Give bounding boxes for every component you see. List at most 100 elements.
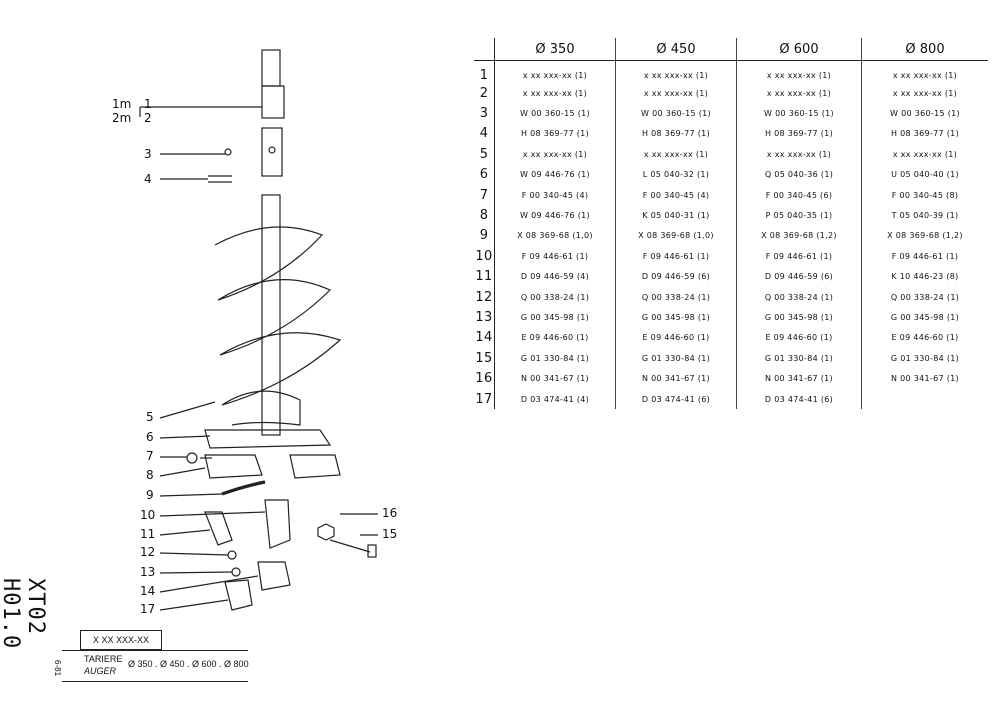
part-number-d450: Q 00 338-24 (1) xyxy=(615,286,737,308)
callout-15: 15 xyxy=(382,527,398,541)
callout-3: 3 xyxy=(144,147,152,161)
header-d450: Ø 450 xyxy=(615,38,737,61)
row-number: 1 xyxy=(474,60,495,83)
reference-number: X XX XXX-XX xyxy=(80,630,162,650)
tooth-11 xyxy=(204,511,233,546)
part-number-d350: W 09 446-76 (1) xyxy=(494,164,616,185)
callout-2m: 2m xyxy=(112,111,132,125)
part-number-d800 xyxy=(862,389,989,409)
part-number-d450: F 00 340-45 (4) xyxy=(615,184,737,206)
header-d600: Ø 600 xyxy=(736,38,862,61)
callout-16: 16 xyxy=(382,506,398,520)
part-number-d350: X 08 369-68 (1,0) xyxy=(494,225,616,247)
part-number-d800: Q 00 338-24 (1) xyxy=(890,292,960,302)
part-number-d800: H 08 369-77 (1) xyxy=(891,129,959,139)
row-number: 17 xyxy=(474,388,495,410)
header-d800: Ø 800 xyxy=(861,38,988,61)
callout-1: 1 xyxy=(144,97,152,111)
document-code: XT02 H01.0 xyxy=(0,578,48,650)
title-block xyxy=(62,650,248,682)
part-number-d350: H 08 369-77 (1) xyxy=(494,123,616,145)
extension-part xyxy=(261,127,283,177)
callout-17: 17 xyxy=(140,602,156,616)
callout-9: 9 xyxy=(146,488,154,502)
title-sizes: Ø 350 . Ø 450 . Ø 600 . Ø 800 xyxy=(128,659,249,669)
table-header-row: Ø 350 Ø 450 Ø 600 Ø 800 xyxy=(474,38,988,61)
part-number-d350: G 01 330-84 (1) xyxy=(494,348,616,369)
part-number-d800: G 00 345-98 (1) xyxy=(890,312,960,322)
row-number: 9 xyxy=(474,225,495,247)
callout-7: 7 xyxy=(146,449,154,463)
part-number-d450: x xx xxx-xx (1) xyxy=(615,83,737,104)
row-number: 12 xyxy=(474,286,495,308)
part-number-d450: F 09 446-61 (1) xyxy=(615,246,737,267)
part-number-d450: E 09 446-60 (1) xyxy=(615,327,737,349)
part-number-d600: D 03 474-41 (6) xyxy=(736,388,862,410)
part-number-d800: E 09 446-60 (1) xyxy=(891,333,959,343)
part-number-d800: N 00 341-67 (1) xyxy=(891,374,959,384)
row-number: 14 xyxy=(474,327,495,349)
part-number-d450: K 05 040-31 (1) xyxy=(615,205,737,226)
nut-16 xyxy=(317,523,335,541)
auger-flight xyxy=(214,226,342,426)
callout-5: 5 xyxy=(146,410,154,424)
part-number-d600: x xx xxx-xx (1) xyxy=(736,60,862,83)
row-number: 5 xyxy=(474,144,495,165)
pilot-bit xyxy=(221,480,266,496)
header-d350: Ø 350 xyxy=(494,38,616,61)
part-number-d600: N 00 341-67 (1) xyxy=(736,368,862,389)
part-number-d600: H 08 369-77 (1) xyxy=(736,123,862,145)
tooth-holder-right xyxy=(289,454,341,479)
tooth-14 xyxy=(257,561,291,591)
callout-13: 13 xyxy=(140,565,156,579)
part-number-d450: x xx xxx-xx (1) xyxy=(615,60,737,83)
part-number-d350: G 00 345-98 (1) xyxy=(494,307,616,328)
part-number-d450: D 03 474-41 (6) xyxy=(615,388,737,410)
part-number-d350: E 09 446-60 (1) xyxy=(494,327,616,349)
tooth-17 xyxy=(224,579,253,611)
part-number-d600: F 09 446-61 (1) xyxy=(736,246,862,267)
part-number-d600: Q 05 040-36 (1) xyxy=(736,164,862,185)
part-number-d600: W 00 360-15 (1) xyxy=(736,103,862,124)
row-number: 2 xyxy=(474,83,495,104)
row-number: 11 xyxy=(474,266,495,287)
part-number-d800: X 08 369-68 (1,2) xyxy=(887,231,963,241)
part-number-d350: x xx xxx-xx (1) xyxy=(494,144,616,165)
title-french: TARIERE xyxy=(84,654,123,664)
callout-12: 12 xyxy=(140,545,156,559)
part-number-d350: Q 00 338-24 (1) xyxy=(494,286,616,308)
row-number: 8 xyxy=(474,205,495,226)
part-number-d350: W 09 446-76 (1) xyxy=(494,205,616,226)
part-number-d350: x xx xxx-xx (1) xyxy=(494,60,616,83)
callout-1m: 1m xyxy=(112,97,132,111)
part-number-d600: x xx xxx-xx (1) xyxy=(736,144,862,165)
part-number-d350: F 00 340-45 (4) xyxy=(494,184,616,206)
part-number-d800: U 05 040-40 (1) xyxy=(891,170,959,180)
row-number: 10 xyxy=(474,246,495,267)
part-number-d450: D 09 446-59 (6) xyxy=(615,266,737,287)
part-number-d350: N 00 341-67 (1) xyxy=(494,368,616,389)
callout-10: 10 xyxy=(140,508,156,522)
part-number-d350: D 03 474-41 (4) xyxy=(494,388,616,410)
auger-shaft xyxy=(261,194,281,436)
part-number-d450: G 01 330-84 (1) xyxy=(615,348,737,369)
part-number-d800: W 00 360-15 (1) xyxy=(890,109,960,119)
date-stamp: 6-81 xyxy=(53,660,62,677)
part-number-d450: x xx xxx-xx (1) xyxy=(615,144,737,165)
part-number-d450: N 00 341-67 (1) xyxy=(615,368,737,389)
